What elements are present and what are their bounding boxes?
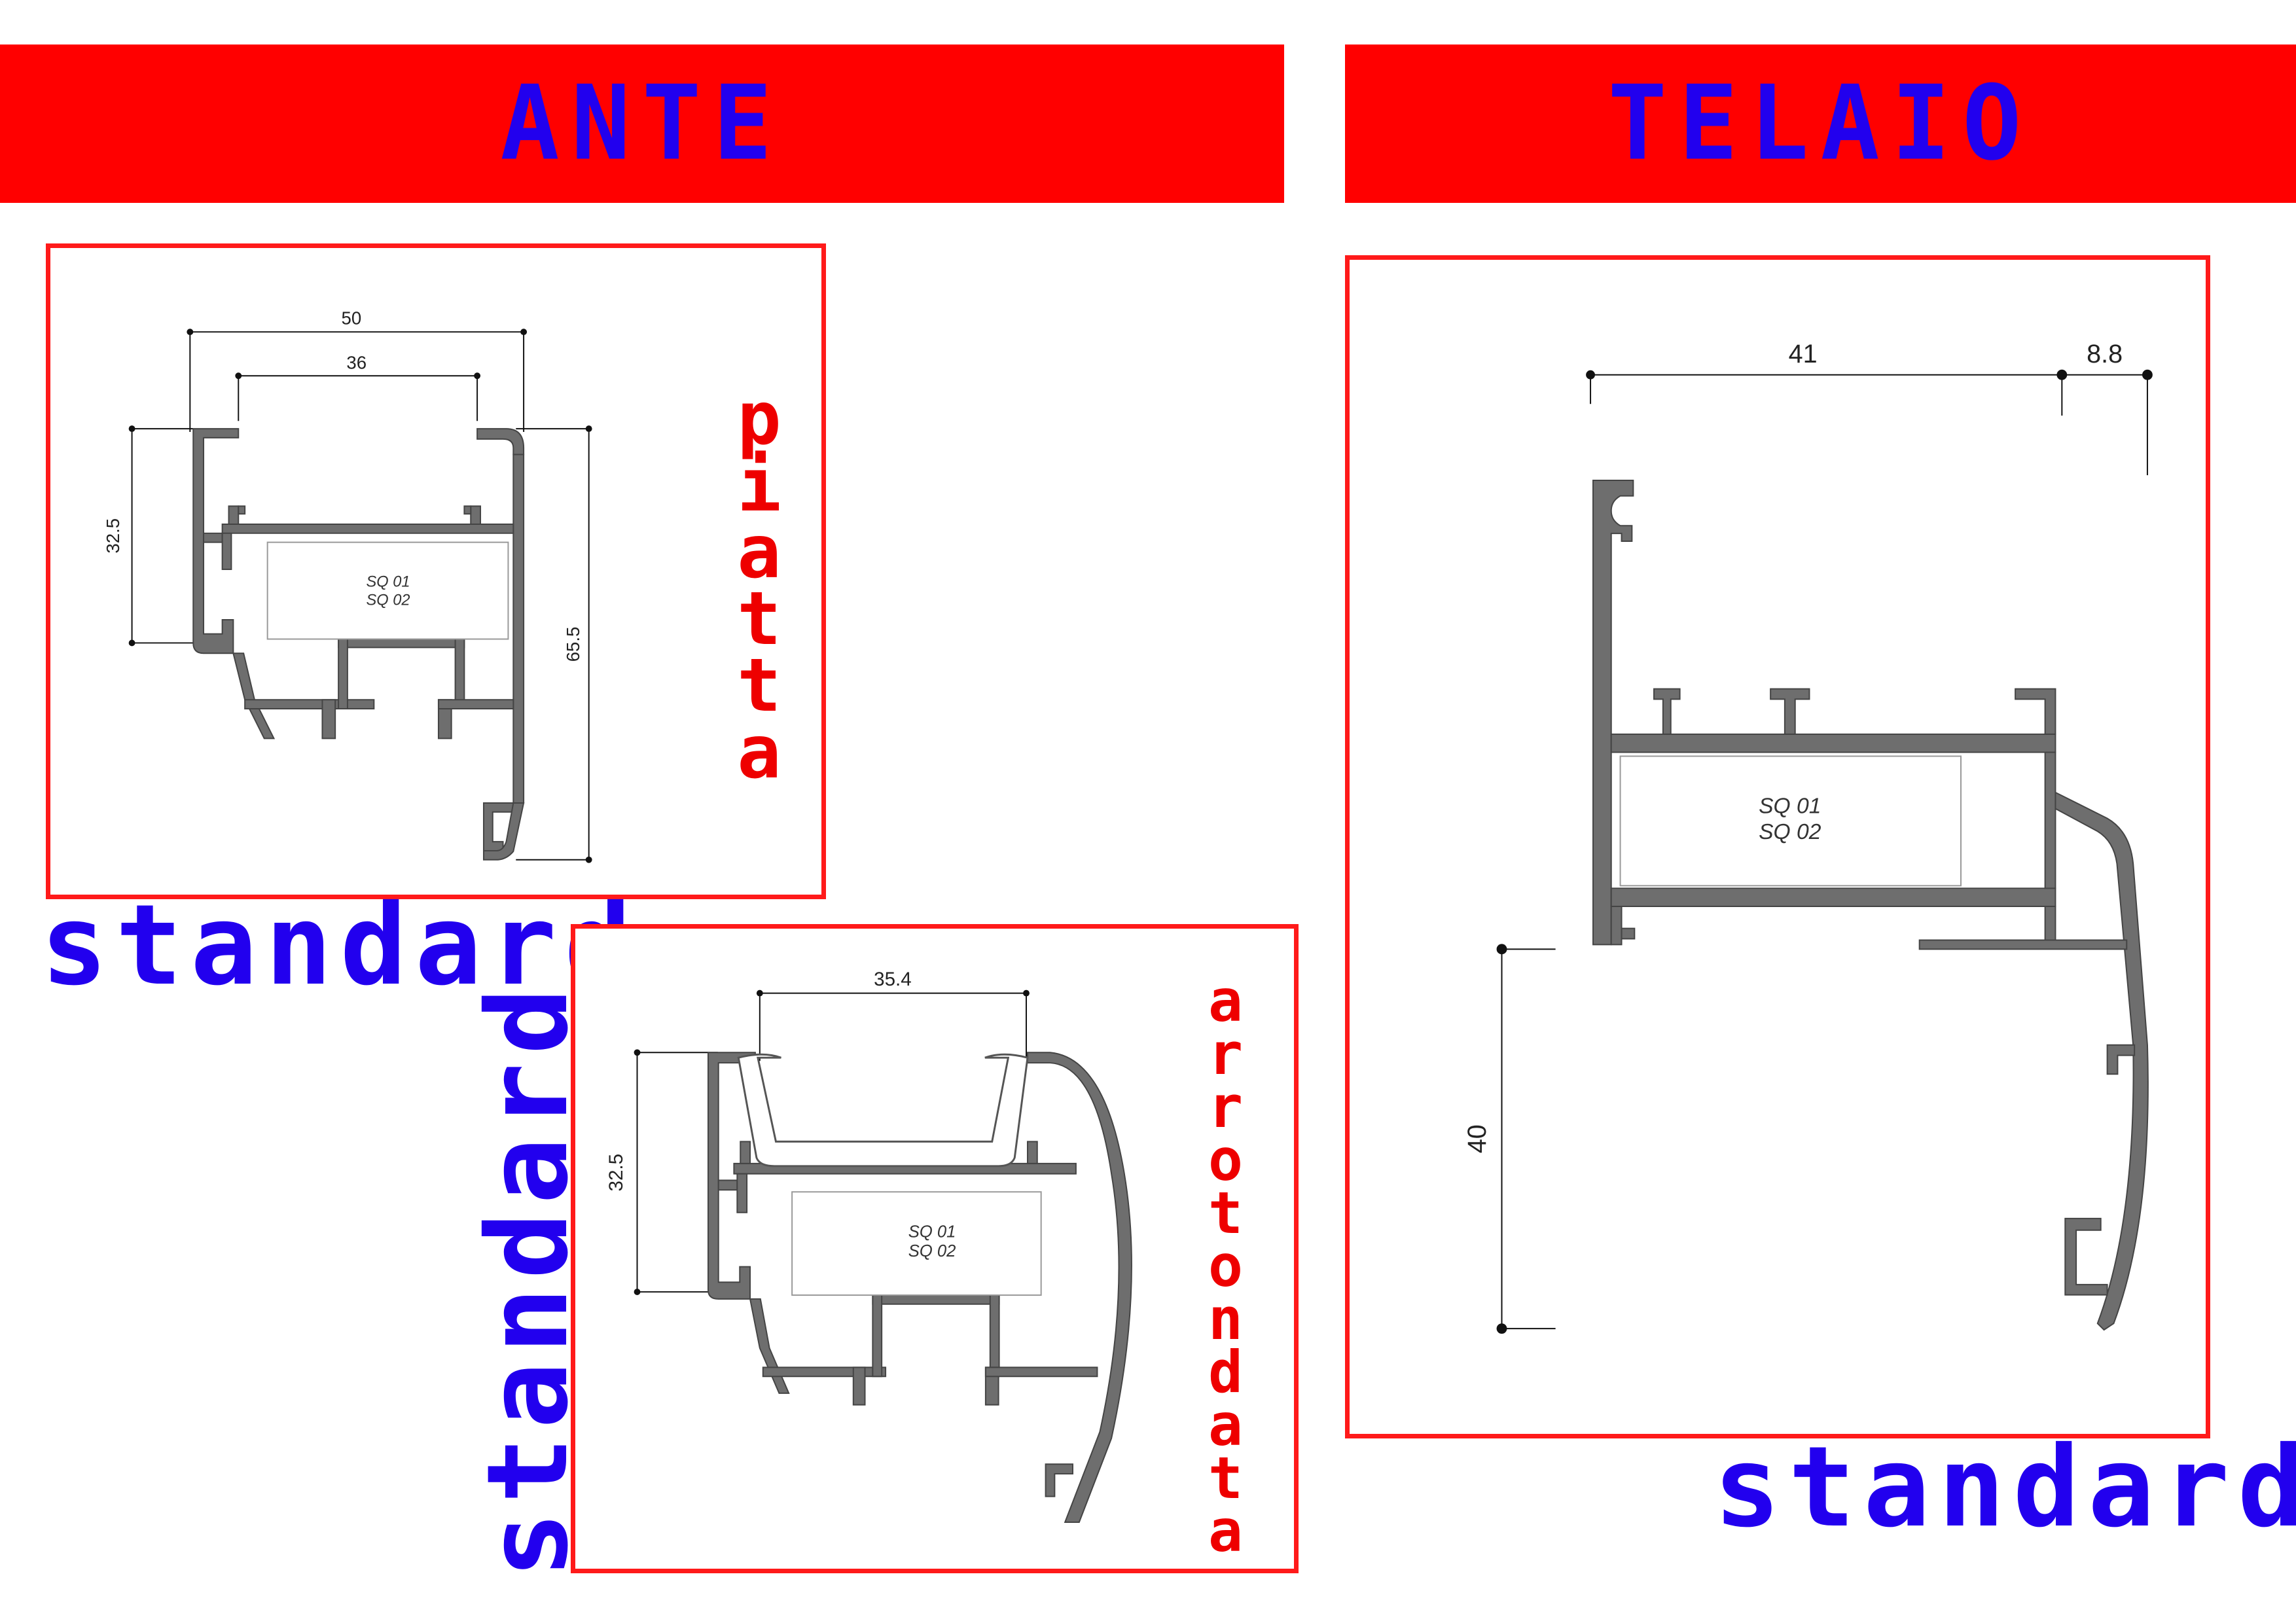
ante-arrotondata-standard-label: standard bbox=[463, 980, 593, 1578]
insert-label-5: SQ 01 bbox=[1759, 794, 1821, 819]
dim-41: 41 bbox=[1789, 340, 1818, 368]
ante-piatta-profile bbox=[192, 428, 525, 861]
insert-label-2: SQ 02 bbox=[366, 592, 410, 609]
ante-piatta-insert bbox=[266, 541, 509, 640]
dim-40: 40 bbox=[1463, 1124, 1492, 1153]
variant-piatta: piatta bbox=[717, 376, 802, 777]
dim-32-5: 32.5 bbox=[103, 518, 123, 554]
telaio-banner: TELAIO bbox=[1345, 45, 2296, 203]
telaio-standard-label: standard bbox=[1713, 1423, 2296, 1552]
telaio-drawing: 41 8.8 40 SQ bbox=[1463, 340, 2153, 1334]
dim-65-5: 65.5 bbox=[563, 627, 583, 662]
variant-arrotondata: arrotondata bbox=[1192, 967, 1259, 1550]
telaio-title: TELAIO bbox=[1607, 63, 2034, 184]
dim-50: 50 bbox=[341, 308, 361, 328]
ante-banner: ANTE bbox=[0, 45, 1284, 203]
ante-arrotondata-frame: 35.4 32.5 SQ 01 S bbox=[571, 924, 1299, 1573]
telaio-insert bbox=[1619, 755, 1962, 887]
ante-piatta-standard-label: standard bbox=[41, 881, 639, 1010]
insert-label-1: SQ 01 bbox=[366, 574, 410, 591]
variant-piatta-text: piatta bbox=[717, 376, 802, 777]
telaio-profile bbox=[1592, 480, 2149, 1331]
dim-35-4: 35.4 bbox=[874, 969, 912, 990]
ante-piatta-drawing: 50 36 32.5 65.5 bbox=[103, 308, 592, 863]
insert-label-3: SQ 01 bbox=[908, 1222, 956, 1241]
dim-32-5-b: 32.5 bbox=[605, 1154, 627, 1192]
ante-piatta-frame: 50 36 32.5 65.5 bbox=[46, 243, 826, 899]
ante-arrotondata-drawing: 35.4 32.5 SQ 01 S bbox=[605, 969, 1132, 1524]
variant-arrotondata-text: arrotondata bbox=[1192, 967, 1259, 1550]
insert-label-4: SQ 02 bbox=[908, 1242, 956, 1260]
ante-title: ANTE bbox=[500, 63, 784, 184]
telaio-frame: 41 8.8 40 SQ bbox=[1345, 255, 2210, 1438]
ante-arrotondata-insert bbox=[791, 1191, 1042, 1296]
dim-36: 36 bbox=[346, 352, 367, 372]
dim-8-8: 8.8 bbox=[2087, 340, 2123, 368]
insert-label-6: SQ 02 bbox=[1759, 820, 1821, 844]
